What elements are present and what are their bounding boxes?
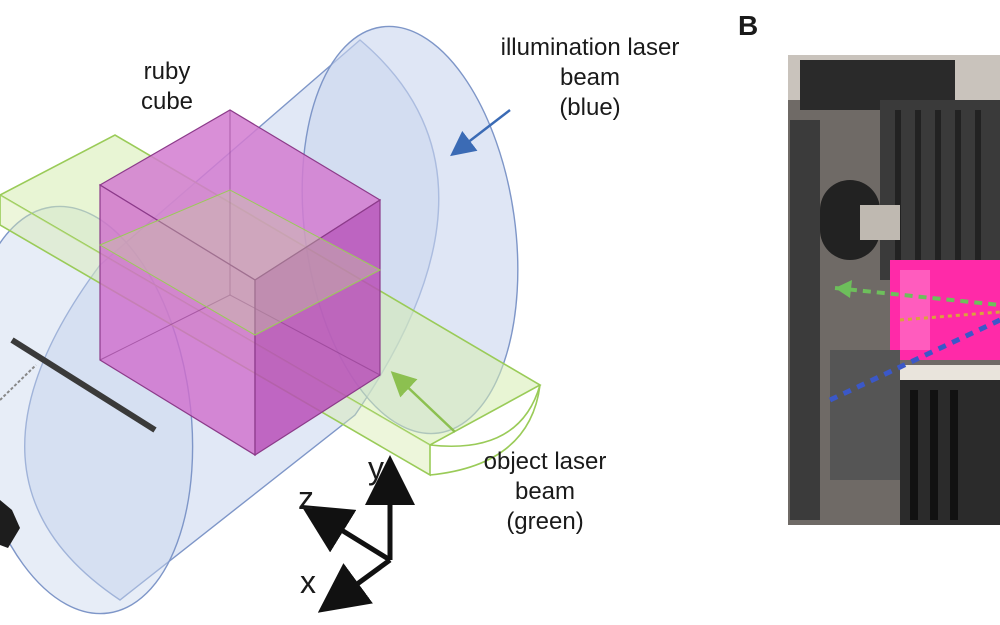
ruby-cube [98,109,382,457]
axis-x-label: x [300,564,316,600]
illumination-label-line1: illumination laser [500,34,680,61]
illumination-label-line3: (blue) [559,94,621,121]
ruby-cube-label-line2: cube [140,88,194,115]
object-label-line1: object laser [483,448,607,475]
ruby-cube-label-line1: ruby [143,58,191,85]
object-beam-label: object laser beam (green) [450,447,640,537]
illumination-label-line2: beam [559,64,621,91]
camera-icon [0,500,20,548]
experiment-photo [788,55,1000,525]
ruby-cube-label: ruby cube [122,57,212,117]
axis-y-label: y [368,450,384,486]
object-arrow [390,371,456,433]
illumination-beam-label: illumination laser beam (blue) [470,33,710,123]
panel-b-label: B [738,10,759,41]
coordinate-axes [300,455,415,613]
screen-plate [10,337,157,433]
illumination-arrow [450,109,511,157]
object-label-line3: (green) [506,508,584,535]
dashed-indicator [0,364,37,401]
object-label-line2: beam [514,478,576,505]
axis-z-label: z [298,480,314,516]
